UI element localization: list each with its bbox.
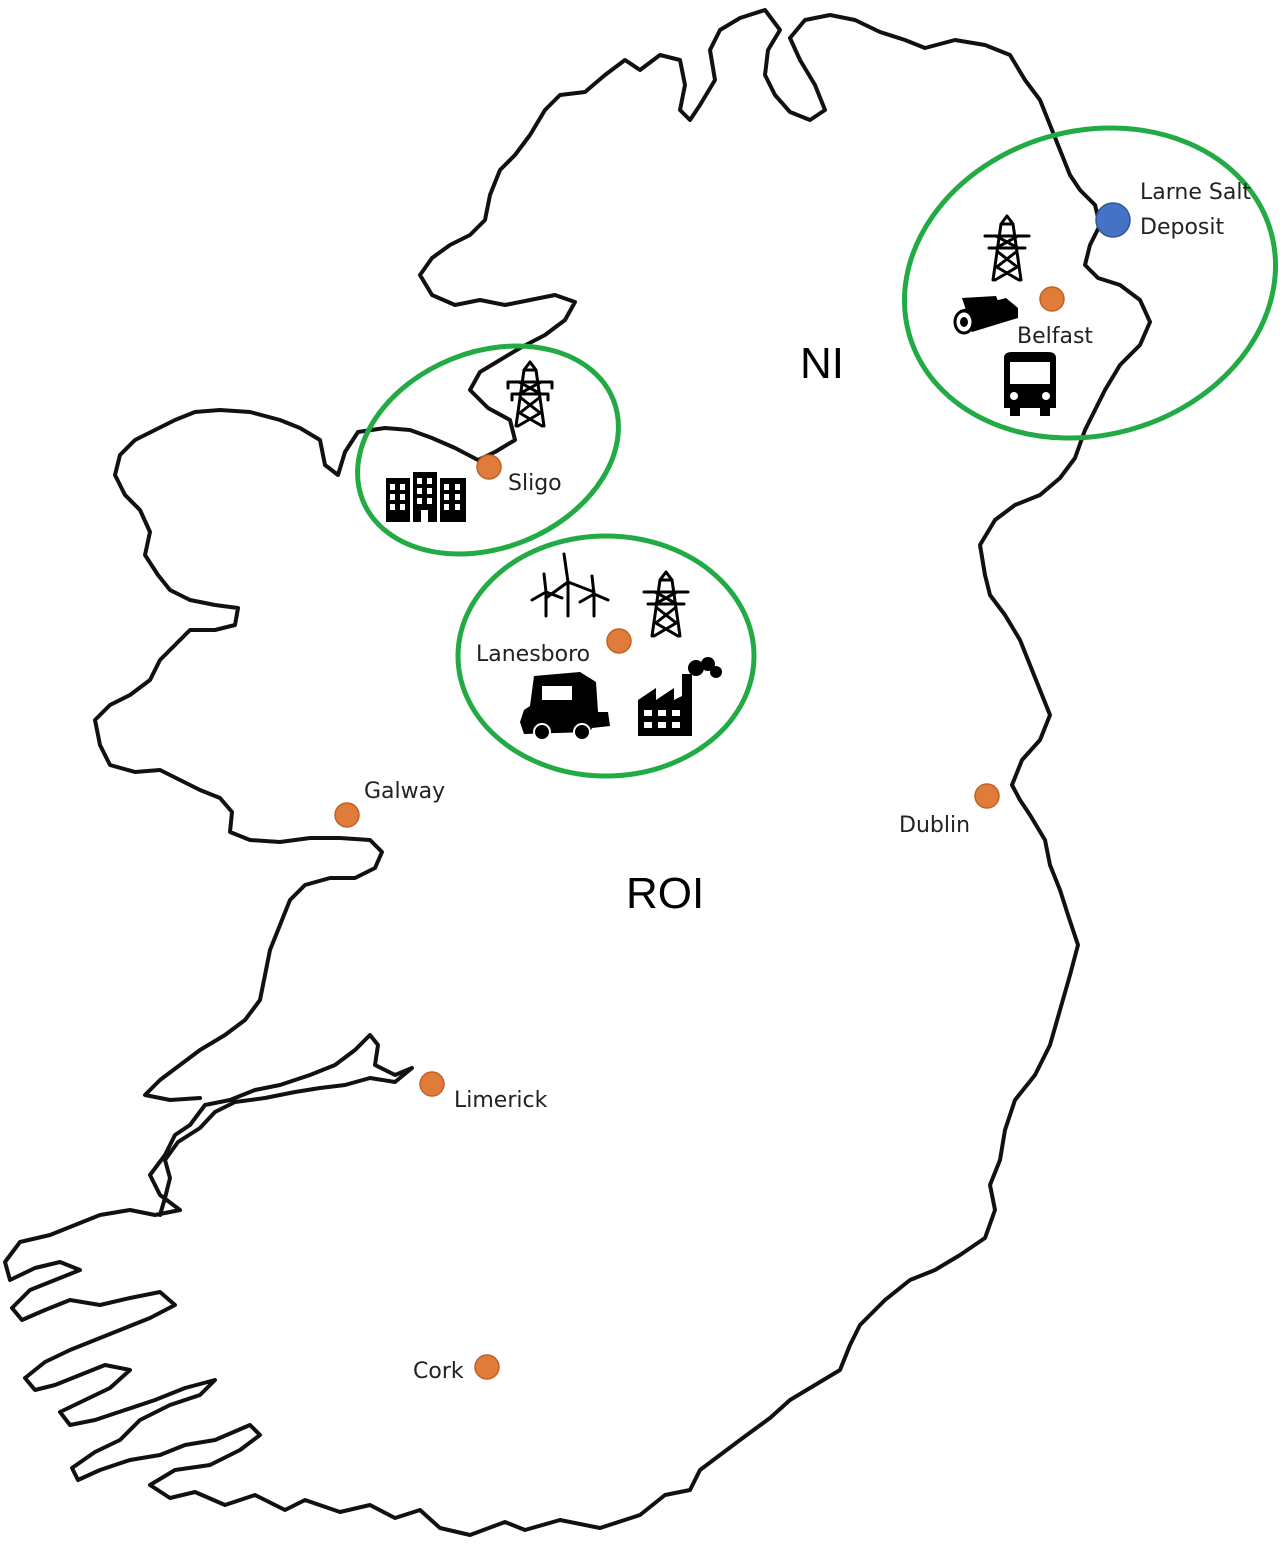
region-label-roi: ROI bbox=[626, 869, 704, 918]
limerick-label: Limerick bbox=[454, 1088, 548, 1113]
limerick-marker bbox=[419, 1071, 445, 1097]
salt-deposit-marker bbox=[1095, 202, 1131, 238]
truck-icon bbox=[520, 672, 610, 741]
pipes-icon bbox=[953, 296, 1018, 335]
galway-label: Galway bbox=[364, 779, 445, 804]
pylon-icon bbox=[983, 214, 1031, 282]
sligo-label: Sligo bbox=[508, 471, 562, 496]
dublin-label: Dublin bbox=[899, 813, 970, 838]
sligo-marker bbox=[476, 454, 502, 480]
pylon-icon bbox=[642, 570, 690, 638]
cork-marker bbox=[474, 1354, 500, 1380]
belfast-hub-ring bbox=[901, 125, 1279, 441]
city-markers bbox=[334, 202, 1131, 1380]
bus-icon bbox=[1004, 352, 1056, 416]
lanesboro-label: Lanesboro bbox=[476, 642, 590, 667]
cork-label: Cork bbox=[413, 1359, 464, 1384]
salt-deposit-label-line1: Larne Salt bbox=[1140, 180, 1251, 205]
region-label-ni: NI bbox=[800, 339, 844, 388]
buildings-icon bbox=[386, 472, 466, 522]
belfast-marker bbox=[1039, 286, 1065, 312]
dublin-marker bbox=[974, 783, 1000, 809]
ireland-coastline bbox=[3, 8, 1152, 1537]
galway-marker bbox=[334, 802, 360, 828]
pylon-icon bbox=[506, 360, 554, 428]
lanesboro-marker bbox=[606, 628, 632, 654]
wind-turbines-icon bbox=[530, 552, 610, 618]
factory-icon bbox=[638, 657, 722, 736]
sligo-hub-ring bbox=[355, 343, 621, 557]
salt-deposit-label-line2: Deposit bbox=[1140, 215, 1224, 240]
belfast-label: Belfast bbox=[1017, 324, 1093, 349]
lanesboro-hub-ring bbox=[455, 533, 757, 779]
